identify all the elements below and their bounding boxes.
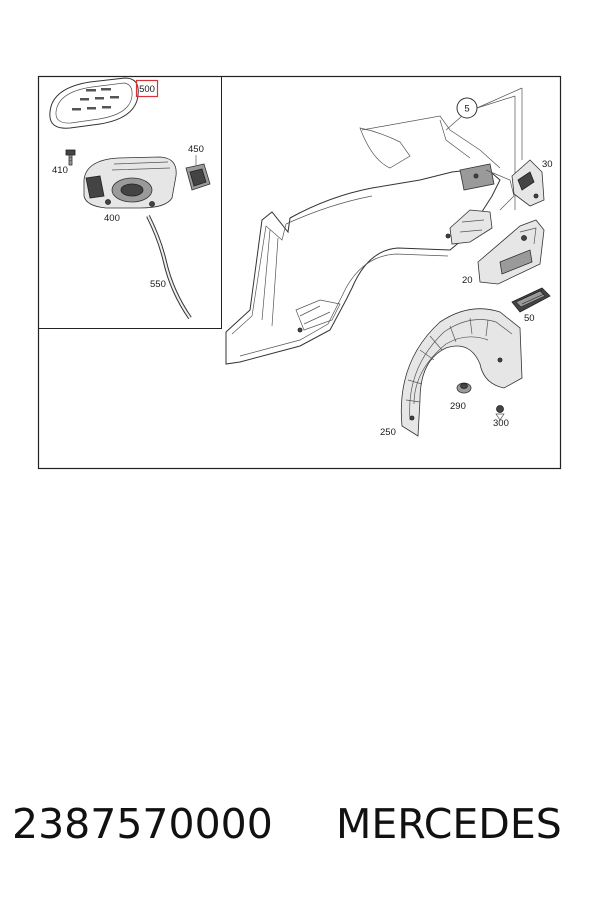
grommet-290	[456, 382, 472, 394]
rear-panel-section-20	[477, 219, 545, 285]
callout-5: 5	[464, 104, 469, 115]
clip-300	[495, 405, 505, 421]
callout-20: 20	[462, 275, 473, 286]
callout-290: 290	[450, 401, 466, 412]
actuator-450	[185, 155, 211, 191]
fuel-flap-cover-500	[49, 77, 139, 129]
bracket-30	[511, 159, 545, 207]
callout-400: 400	[104, 213, 120, 224]
fuel-filler-housing-400	[83, 156, 177, 209]
callout-300: 300	[493, 418, 509, 429]
callout-450: 450	[188, 144, 204, 155]
part-number: 2387570000	[12, 800, 273, 848]
brand-name: MERCEDES	[336, 800, 562, 848]
callout-5-leaders	[445, 87, 523, 210]
callout-410: 410	[52, 165, 68, 176]
callout-250: 250	[380, 427, 396, 438]
caption-bar: 2387570000 MERCEDES	[0, 800, 600, 860]
bolt-410	[65, 149, 76, 166]
drain-hose-550	[146, 215, 192, 320]
callout-500: 500	[139, 84, 155, 95]
callout-550: 550	[150, 279, 166, 290]
rear-side-panel-assembly	[225, 115, 515, 365]
wheel-arch-liner-250	[400, 308, 523, 437]
callout-50: 50	[524, 313, 535, 324]
vent-grille-50	[511, 287, 551, 313]
detail-inset-box	[38, 76, 222, 329]
callout-box-500-highlight	[135, 79, 159, 98]
callout-30: 30	[542, 159, 553, 170]
